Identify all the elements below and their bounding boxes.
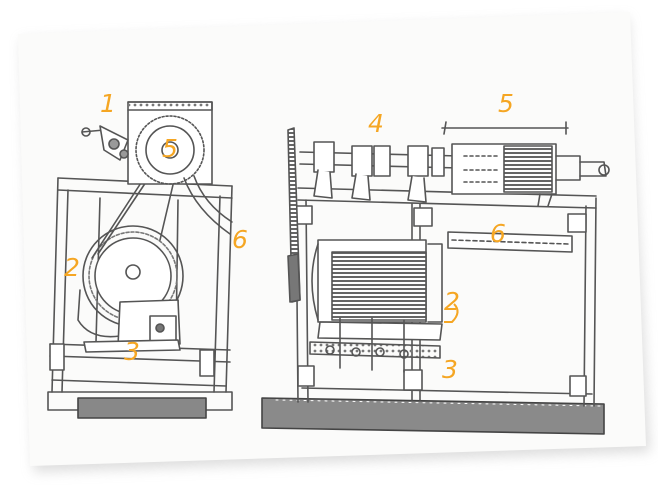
left-side-view xyxy=(47,101,233,419)
callout-right-5: 5 xyxy=(498,89,514,118)
left-base-frame xyxy=(47,391,233,411)
right-front-view xyxy=(261,121,610,435)
callout-right-2: 2 xyxy=(444,287,460,316)
pump-manifold xyxy=(317,321,443,341)
coupling-group xyxy=(313,141,445,203)
callout-right-4: 4 xyxy=(368,109,384,138)
callout-left-1: 1 xyxy=(100,89,116,118)
callout-left-2: 2 xyxy=(64,253,80,282)
callout-left-5: 5 xyxy=(162,134,178,163)
callout-labels: 1 5 6 2 3 4 5 6 2 3 xyxy=(64,89,514,384)
callout-left-6: 6 xyxy=(232,225,248,254)
callout-left-3: 3 xyxy=(124,337,140,366)
callout-right-6: 6 xyxy=(490,219,506,248)
right-skid xyxy=(261,397,605,435)
callout-right-3: 3 xyxy=(442,355,458,384)
left-skid xyxy=(77,397,207,419)
